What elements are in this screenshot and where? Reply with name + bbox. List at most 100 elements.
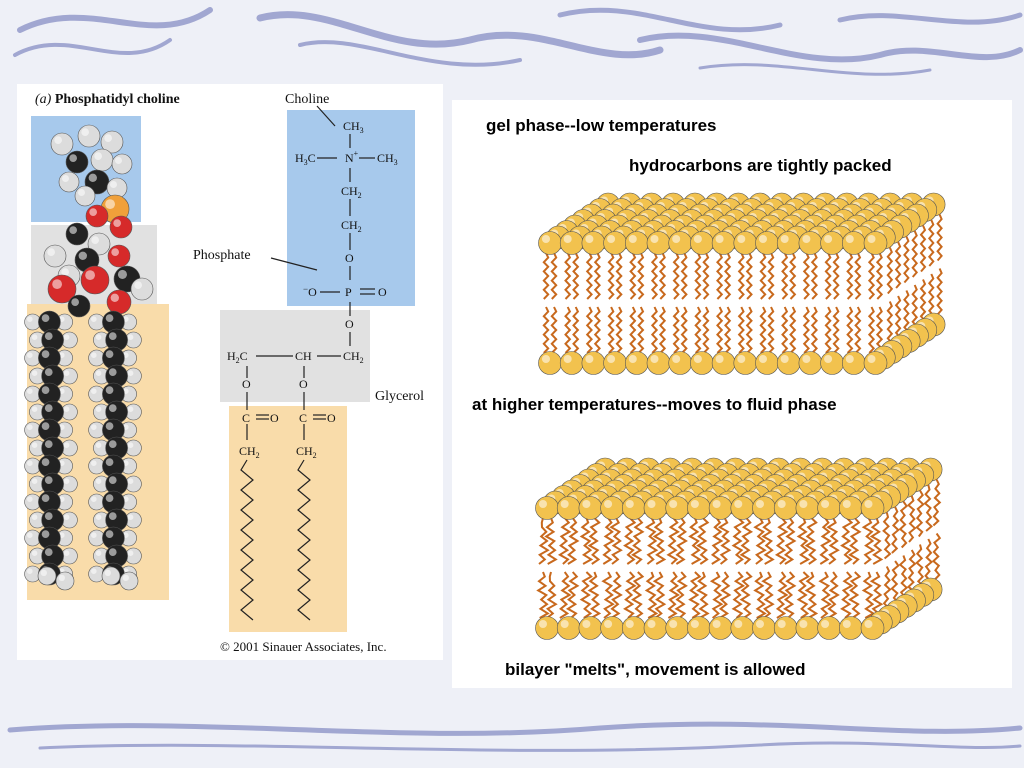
atom xyxy=(90,148,114,172)
lipid-tail xyxy=(804,571,819,619)
lipid-headgroup-highlight xyxy=(799,499,808,508)
lipid-tail xyxy=(694,252,702,300)
lipid-headgroup-highlight xyxy=(607,234,616,244)
atom xyxy=(65,150,89,174)
hydrogen-atom xyxy=(101,566,121,586)
carbon-atom-highlight xyxy=(41,458,50,466)
lipid-headgroup xyxy=(578,616,603,640)
atom-highlight xyxy=(105,199,115,209)
lipid-headgroup xyxy=(690,351,714,375)
svg-text:CH3: CH3 xyxy=(343,119,364,135)
lipid-tail xyxy=(911,284,919,332)
carbon-atom-highlight xyxy=(108,440,117,448)
lipid-tail xyxy=(767,306,775,354)
lipid-tail xyxy=(867,306,876,354)
lipid-headgroup xyxy=(556,496,581,520)
lipid-headgroup xyxy=(860,616,885,640)
lipid-tail xyxy=(781,252,789,300)
atom-highlight xyxy=(91,236,99,244)
atom-highlight xyxy=(117,269,127,279)
lipid-tail xyxy=(745,252,753,300)
lipid-headgroup-highlight xyxy=(755,619,764,628)
atom-highlight xyxy=(110,181,117,188)
lipid-headgroup-highlight xyxy=(842,619,851,628)
lipid-headgroup-highlight xyxy=(824,234,833,244)
hydrogen-atom-highlight xyxy=(40,569,47,576)
lipid-tail xyxy=(601,571,615,619)
lipid-tail xyxy=(737,306,745,354)
lipid-headgroup xyxy=(603,351,627,375)
lipid-headgroup-highlight xyxy=(734,499,743,508)
lipid-tail xyxy=(832,252,840,300)
hydrogen-atom-highlight xyxy=(95,370,102,377)
lipid-headgroup-highlight xyxy=(755,499,764,508)
lipid-tail xyxy=(875,252,884,300)
lipid-tail xyxy=(650,306,659,354)
lipid-headgroup xyxy=(622,496,646,520)
svg-text:C: C xyxy=(242,411,250,425)
lipid-tail xyxy=(557,517,572,565)
atom xyxy=(77,124,101,148)
carbon-atom-highlight xyxy=(44,548,53,556)
lipid-tail xyxy=(903,236,910,284)
lipid-headgroup-highlight xyxy=(585,234,594,244)
lipid-tail xyxy=(783,517,797,565)
lipid-headgroup-highlight xyxy=(672,354,681,363)
atom xyxy=(43,244,67,268)
hydrogen-atom-highlight xyxy=(27,568,33,574)
hydrogen-atom-highlight xyxy=(27,352,33,359)
lipid-tail xyxy=(644,571,659,619)
gel-phase-bilayer-block xyxy=(538,192,946,375)
hydrogen-atom-highlight xyxy=(31,334,38,340)
hydrogen-atom-highlight xyxy=(91,424,97,431)
hydrogen-atom-highlight xyxy=(127,478,134,485)
lipid-headgroup-highlight xyxy=(780,354,789,363)
svg-text:C: C xyxy=(299,411,307,425)
lipid-headgroup-highlight xyxy=(690,499,699,508)
atom-highlight xyxy=(78,189,85,196)
hydrogen-atom-highlight xyxy=(63,442,70,449)
svg-text:CH3: CH3 xyxy=(377,151,398,167)
svg-text:O: O xyxy=(299,377,308,391)
carbon-atom-highlight xyxy=(44,476,53,484)
lipid-tail xyxy=(667,571,680,619)
lipid-headgroup xyxy=(708,616,733,640)
lipid-tail xyxy=(567,517,580,565)
lipid-tail xyxy=(593,306,601,354)
lipid-tail xyxy=(761,571,775,619)
formula-bonds xyxy=(240,105,375,621)
lipid-tail xyxy=(702,306,710,354)
atom xyxy=(109,215,133,239)
hydrogen-atom-highlight xyxy=(63,514,70,520)
hydrogen-atom-highlight xyxy=(27,460,33,467)
lipid-headgroup-highlight xyxy=(821,619,830,628)
lipid-tail xyxy=(615,252,623,300)
lipid-tail xyxy=(781,306,789,354)
formula-choline-region xyxy=(287,110,415,306)
lipid-tail xyxy=(680,252,688,300)
glycerol-label: Glycerol xyxy=(375,389,424,404)
lipid-headgroup-highlight xyxy=(864,499,873,508)
lipid-tail xyxy=(886,301,894,349)
lipid-tail xyxy=(694,306,702,354)
svg-text:H2C: H2C xyxy=(227,349,248,365)
phosphatidylcholine-diagram: CH3 H3C N+ CH3 CH2 CH2 O −O P O O H2C CH… xyxy=(24,105,415,632)
lipid-tail xyxy=(544,517,558,565)
carbon-atom-highlight xyxy=(108,512,117,520)
lipid-tail xyxy=(753,517,767,565)
lipid-tail xyxy=(609,517,623,565)
lipid-tail xyxy=(931,532,942,581)
lipid-tail xyxy=(804,517,818,565)
lipid-tail xyxy=(869,571,884,619)
lipid-tail xyxy=(927,219,935,267)
hydrogen-atom-highlight xyxy=(127,406,134,413)
lipid-tail xyxy=(572,252,580,300)
hydrogen-atom-highlight xyxy=(95,334,102,340)
carbon-atom-highlight xyxy=(108,548,117,556)
lipid-tail xyxy=(819,517,832,565)
carbon-atom-highlight xyxy=(105,458,114,466)
lipid-tail xyxy=(789,306,797,354)
hydrogen-atom-highlight xyxy=(91,460,97,467)
lipid-tail xyxy=(924,538,933,586)
lipid-tail xyxy=(724,252,732,300)
